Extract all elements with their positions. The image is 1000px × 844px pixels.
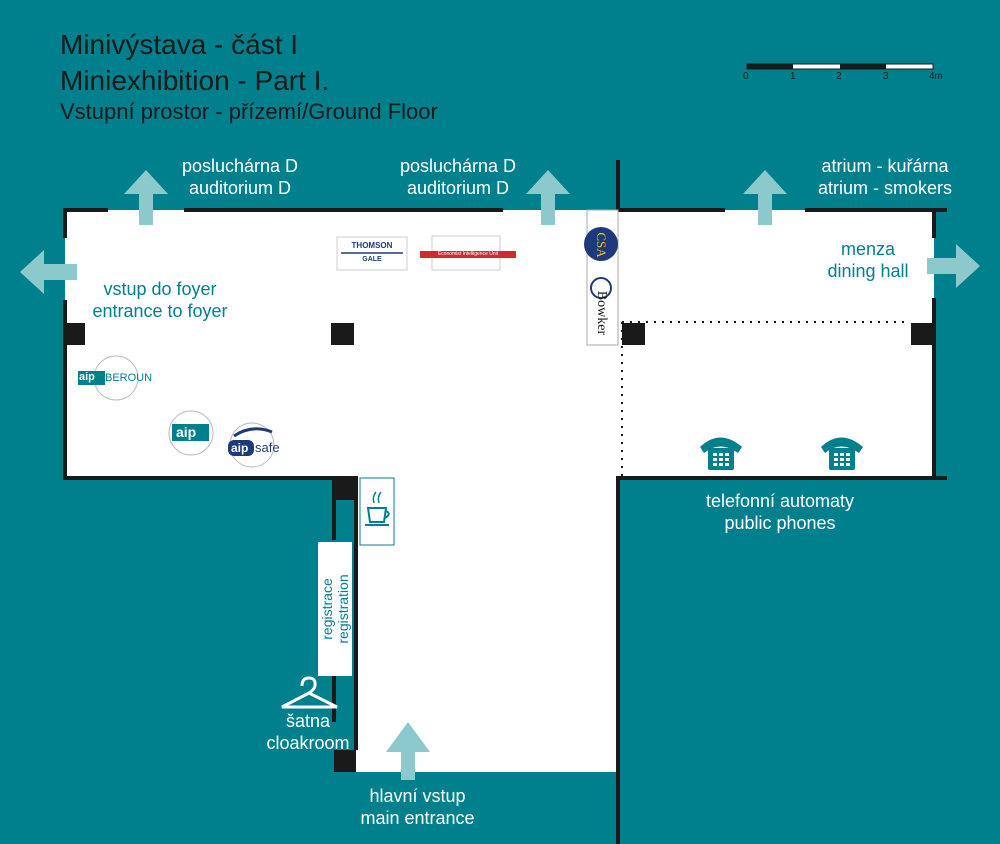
aip-beroun-mark: aip [79, 371, 95, 383]
registration-desk: registrace registration [318, 542, 352, 676]
map-subtitle: Vstupní prostor - přízemí/Ground Floor [60, 99, 438, 124]
scale-tick: 3 [883, 71, 889, 82]
thomson-logo-text: THOMSON [351, 241, 393, 250]
aip-mark: aip [176, 424, 197, 440]
registration-label: registrace registration [319, 574, 351, 644]
public-phones-label: telefonní automaty public phones [705, 491, 855, 533]
walls [63, 160, 947, 844]
thomson-gale-logo [336, 236, 408, 271]
arrow-up-icon [124, 170, 168, 225]
foyer-entrance-label: vstup do foyer entrance to foyer [92, 279, 228, 321]
arrow-up-icon [743, 170, 787, 225]
main-entrance-label: hlavní vstup main entrance [360, 786, 475, 828]
eiu-logo-text: Economist Intelligence Unit [437, 251, 499, 257]
cloakroom-label: šatna cloakroom [266, 711, 350, 753]
aip-beroun-text: BEROUN [105, 372, 153, 384]
title-line-en: Miniexhibition - Part I. [60, 65, 330, 96]
csa-bowker-panel [584, 209, 619, 346]
aipsafe-mark: aip [231, 441, 249, 455]
bowker-logo-text: Bowker [594, 290, 609, 336]
arrow-up-icon [526, 170, 570, 225]
scale-tick: 2 [836, 71, 842, 82]
arrow-left-icon [20, 250, 77, 294]
title-line-cz: Minivýstava - část I [60, 29, 299, 60]
auditorium-right-label: posluchárna D auditorium D [399, 156, 517, 198]
aipsafe-logo [228, 422, 275, 468]
dining-hall-label: menza dining hall [827, 239, 909, 281]
aip-logo [168, 410, 214, 456]
scale-tick: 0 [743, 71, 749, 82]
arrow-right-icon [927, 244, 980, 288]
aipsafe-text: safe [255, 440, 280, 455]
aip-beroun-logo [78, 355, 139, 401]
coffee-cup-icon [359, 477, 395, 546]
eiu-logo [420, 235, 516, 271]
scale-tick: 1 [790, 71, 796, 82]
csa-logo-text: CSA [594, 232, 609, 258]
auditorium-left-label: posluchárna D auditorium D [181, 156, 299, 198]
pillars [65, 323, 934, 772]
arrow-up-icon [386, 722, 430, 780]
map-title: Minivýstava - část I Miniexhibition - Pa… [60, 27, 329, 99]
gale-logo-text: GALE [362, 256, 382, 263]
scale-bar [746, 63, 934, 70]
scale-tick: 4m [929, 71, 943, 82]
hanger-icon [281, 676, 338, 709]
atrium-label: atrium - kuřárna atrium - smokers [817, 156, 952, 198]
